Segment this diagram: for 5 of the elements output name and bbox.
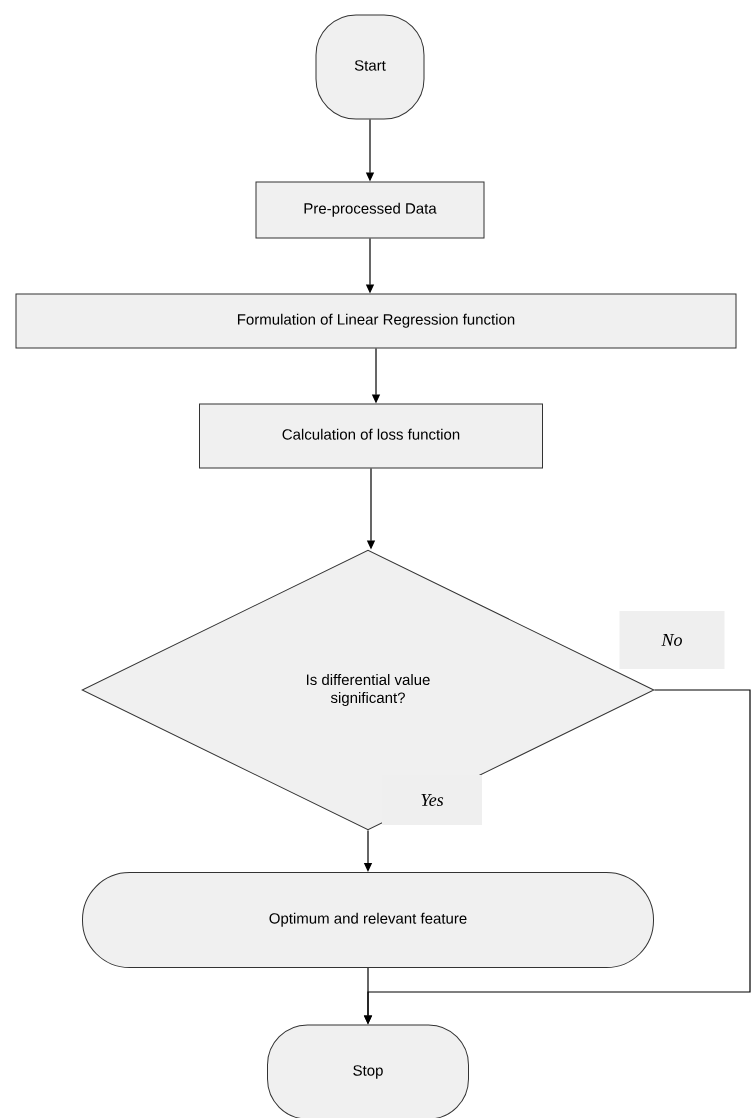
- edge-label: Yes: [382, 775, 482, 825]
- edge-label: No: [619, 611, 725, 669]
- process-box: Pre-processed Data: [255, 181, 485, 239]
- process-box: Calculation of loss function: [199, 403, 543, 469]
- process-box: Formulation of Linear Regression function: [15, 293, 737, 349]
